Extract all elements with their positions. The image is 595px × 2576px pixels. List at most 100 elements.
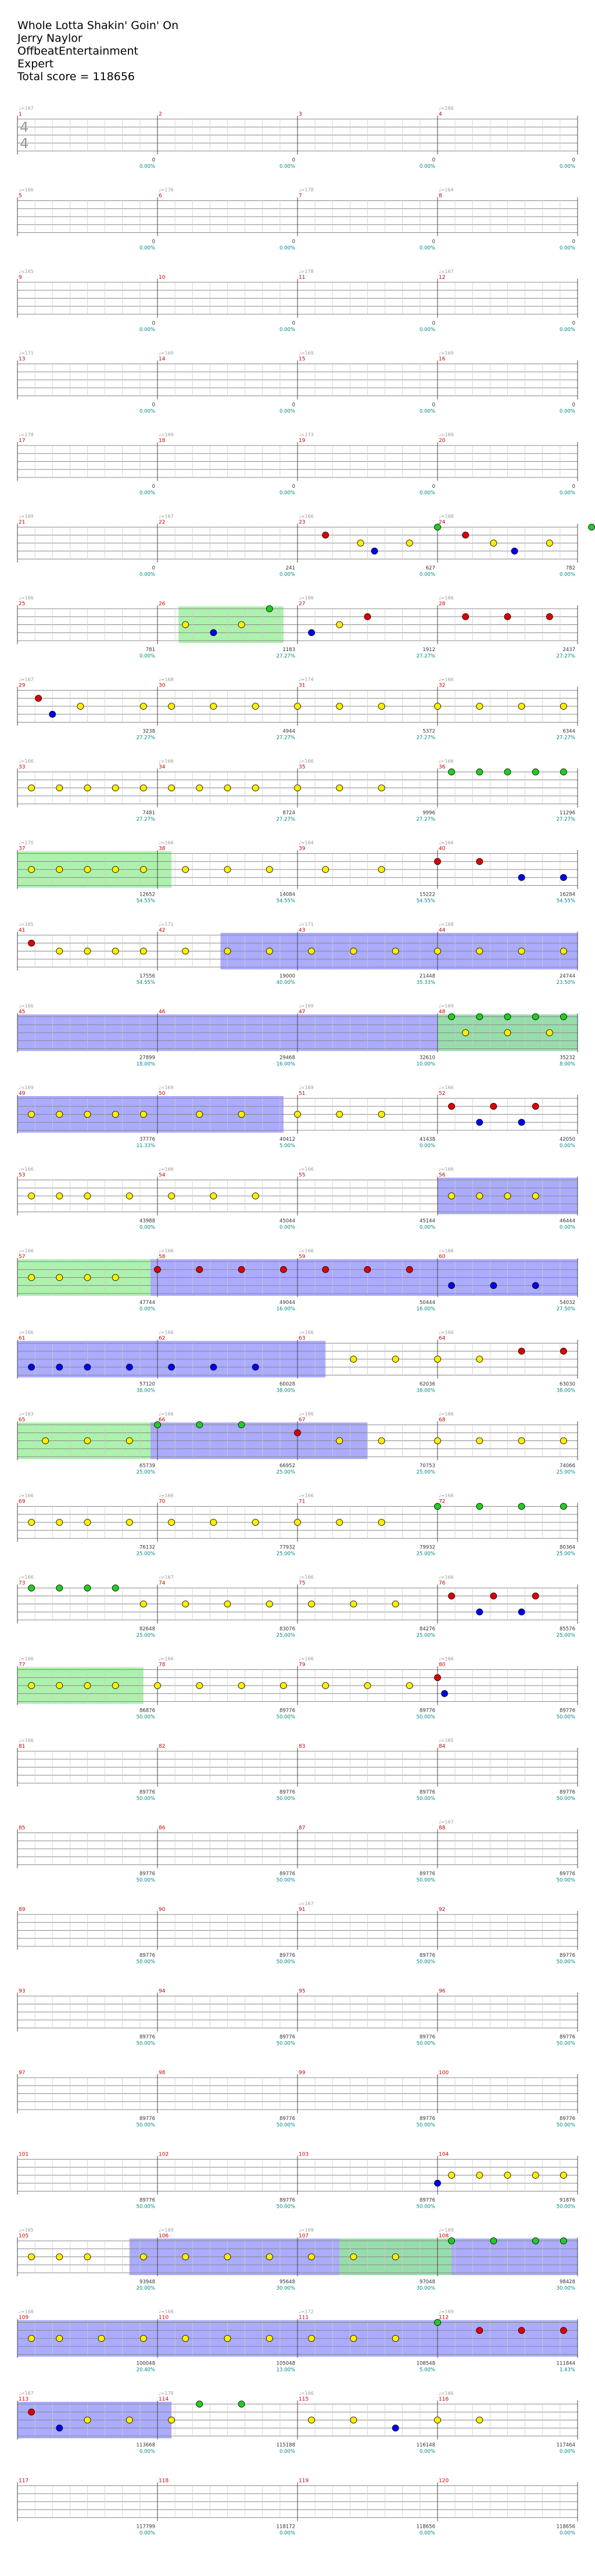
note-gem — [28, 2253, 35, 2261]
measure-number: 110 — [159, 2315, 169, 2321]
measure-number: 8 — [439, 193, 442, 199]
measure-percent: 54.55% — [137, 980, 155, 986]
measure-score: 70753 — [420, 1463, 435, 1469]
measure-number: 59 — [299, 1254, 306, 1260]
note-gem — [560, 1348, 567, 1355]
measure-number: 105 — [19, 2233, 28, 2239]
measure-score: 74066 — [560, 1463, 575, 1469]
measure-number: 66 — [159, 1417, 166, 1423]
bpm-marker: ♩=169 — [299, 1004, 314, 1009]
measure-score: 118656 — [417, 2524, 435, 2530]
note-gem — [56, 866, 63, 873]
measure-number: 96 — [439, 1989, 446, 1995]
measure-number: 45 — [19, 1009, 25, 1015]
note-gem — [434, 1674, 441, 1682]
measure-score: 105048 — [277, 2361, 295, 2367]
note-gem — [336, 784, 343, 792]
measure-row — [17, 2074, 578, 2113]
measure-percent: 27.27% — [557, 735, 575, 741]
bpm-marker: ♩=168 — [439, 922, 454, 927]
bpm-marker: ♩=166 — [439, 1248, 454, 1253]
measure-number: 112 — [439, 2315, 449, 2321]
measure-score: 118172 — [277, 2524, 295, 2530]
measure-number: 41 — [19, 928, 25, 933]
measure-score: 32610 — [420, 1055, 435, 1061]
measure-score: 0 — [292, 484, 295, 490]
measure-percent: 50.00% — [277, 2204, 295, 2210]
note-gem — [322, 531, 329, 539]
measure-score: 89776 — [139, 1871, 155, 1877]
measure-percent: 50.00% — [417, 1959, 435, 1965]
measure-percent: 50.00% — [277, 1878, 295, 1884]
measure-percent: 50.00% — [417, 1796, 435, 1802]
note-gem — [224, 784, 231, 792]
measure-number: 77 — [19, 1662, 25, 1668]
measure-number: 52 — [439, 1091, 445, 1097]
bpm-marker: ♩=166 — [159, 2309, 174, 2315]
bpm-marker: ♩=176 — [159, 188, 174, 193]
measure-percent: 27.27% — [137, 817, 155, 822]
measure-number: 106 — [159, 2233, 169, 2239]
note-gem — [84, 1192, 91, 1199]
note-gem — [126, 1519, 133, 1526]
song-charter: OffbeatEntertainment — [17, 45, 138, 58]
note-gem — [28, 866, 35, 873]
measure-percent: 0.00% — [560, 1225, 575, 1231]
note-gem — [112, 1111, 119, 1118]
measure-score: 111844 — [557, 2361, 575, 2367]
bpm-marker: ♩=166 — [19, 1575, 34, 1580]
measure-row — [17, 116, 578, 155]
note-gem — [476, 1356, 483, 1363]
measure-percent: 50.00% — [557, 1959, 575, 1965]
measure-number: 83 — [299, 1744, 305, 1749]
note-gem — [56, 1585, 63, 1591]
measure-score: 8724 — [282, 810, 295, 816]
note-gem — [139, 703, 147, 710]
measure-row — [17, 1421, 578, 1460]
measure-score: 42050 — [560, 1137, 575, 1143]
measure-score: 66952 — [279, 1463, 295, 1469]
measure-percent: 50.00% — [557, 2122, 575, 2128]
bpm-marker: ♩=166 — [159, 1411, 174, 1417]
measure-score: 76132 — [139, 1545, 155, 1551]
measure-score: 0 — [292, 239, 295, 245]
note-gem — [434, 703, 441, 710]
bpm-marker: ♩=169 — [299, 351, 314, 356]
measure-row — [17, 1013, 578, 1052]
measure-row — [17, 279, 578, 318]
measure-number: 86 — [159, 1826, 166, 1831]
note-gem — [56, 1519, 63, 1526]
measure-percent: 0.00% — [560, 490, 575, 496]
bpm-marker: ♩=178 — [299, 269, 314, 274]
note-gem — [560, 874, 567, 881]
note-gem — [434, 1356, 441, 1363]
bpm-marker: ♩=166 — [299, 2391, 314, 2396]
note-gem — [350, 2335, 357, 2342]
note-gem — [434, 947, 441, 955]
measure-score: 45144 — [420, 1219, 435, 1224]
note-gem — [434, 858, 441, 865]
note-gem — [434, 2416, 441, 2424]
measure-score: 5372 — [422, 729, 435, 735]
measure-row — [17, 2237, 578, 2276]
note-gem — [84, 2416, 91, 2424]
bpm-marker: ♩=178 — [299, 188, 314, 193]
measure-score: 89776 — [560, 2035, 575, 2040]
measure-score: 82648 — [139, 1626, 155, 1632]
bpm-marker: ♩=166 — [159, 1657, 174, 1662]
measure-number: 102 — [159, 2152, 169, 2158]
note-gem — [266, 1600, 273, 1608]
note-gem — [112, 1274, 119, 1281]
measure-score: 9996 — [422, 810, 435, 816]
bpm-marker: ♩=171 — [299, 922, 314, 927]
measure-score: 89776 — [420, 1871, 435, 1877]
note-gem — [308, 1600, 315, 1608]
note-gem — [560, 703, 567, 710]
note-gem — [532, 2172, 539, 2179]
measure-score: 40412 — [279, 1137, 295, 1143]
bpm-marker: ♩=166 — [439, 1493, 454, 1499]
measure-score: 0 — [572, 484, 575, 490]
note-gem — [168, 1519, 175, 1526]
bpm-marker: ♩=169 — [439, 351, 454, 356]
